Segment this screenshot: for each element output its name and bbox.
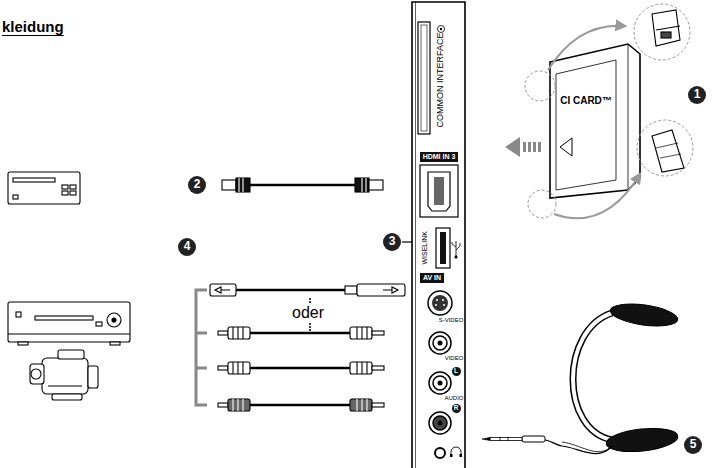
port-label: AUDIO [444,395,463,402]
callout-number: 2 [188,176,206,194]
detail-magnifiers [525,4,693,218]
headphone-jack [435,447,462,458]
channel-marker: L [452,367,461,376]
port-label: VIDEO [445,355,464,362]
usb-symbol [452,241,460,258]
headphones [482,300,679,454]
ci-symbol [438,26,445,33]
ci-card [550,44,640,198]
channel-marker: R [452,404,461,413]
card-label: CI CARD™ [560,95,612,106]
audio-r-jack [429,412,451,434]
vcr [8,302,130,345]
callout-number: 5 [684,436,702,454]
usb-port [436,228,450,268]
port-label: WISELINK [421,231,429,264]
node-text: 3 [389,235,396,248]
camcorder [30,350,98,400]
s-video-jack [428,291,452,315]
bracket [196,290,207,405]
callout-number: 4 [178,238,196,256]
node-text: L [454,367,458,374]
port-badge: AV IN [420,273,444,283]
s-video-cable [210,284,405,296]
hdmi-cable [222,178,383,192]
node-text: 2 [194,178,201,191]
node-text: AV IN [423,274,441,281]
node-text: 5 [690,438,697,451]
callout-number: 1 [688,86,706,104]
leader-line [402,241,412,242]
node-text: R [454,404,459,411]
callout-number: 3 [383,233,401,251]
rca-cables [218,327,384,411]
video-jack [429,332,451,354]
port-badge: HDMI IN 3 [420,152,459,162]
tv-side-panel [412,2,465,468]
dvd-player [8,172,80,204]
port-label: COMMON INTERFACE [436,32,446,127]
alternative-note: oder [292,304,324,322]
port-label: S-VIDEO [439,317,464,324]
node-text: 4 [184,240,191,253]
insert-arrow [505,137,541,157]
hdmi-port [420,165,458,217]
node-text: HDMI IN 3 [423,153,456,160]
card-edge-detail [652,10,684,172]
ci-slot [418,22,430,134]
node-text: 1 [694,88,701,101]
section-title: kleidung [2,19,64,36]
audio-l-jack [429,372,451,394]
